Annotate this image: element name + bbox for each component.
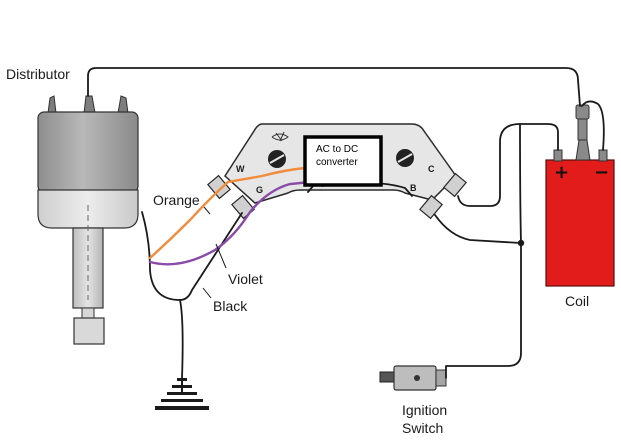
terminal-w-label: W [236, 164, 245, 174]
label-pointers [202, 206, 227, 299]
coil-label: Coil [565, 293, 590, 309]
black-wires [87, 67, 605, 379]
violet-wire [148, 180, 312, 266]
orange-wire [148, 166, 307, 260]
ignition-switch-label-line1: Ignition [402, 402, 448, 418]
coil-positive-sign: + [554, 162, 570, 183]
ground-symbol-icon [155, 378, 209, 410]
ac-dc-converter-box [303, 135, 383, 187]
black-wire-label: Black [213, 298, 248, 314]
terminal-b-label: B [410, 183, 417, 193]
ignition-switch [379, 365, 447, 391]
orange-wire-label: Orange [153, 192, 200, 208]
wire-junction-dot [517, 239, 525, 247]
terminal-c-label: C [428, 164, 435, 174]
violet-wire-label: Violet [228, 271, 263, 287]
screw-head-icon [396, 149, 414, 167]
distributor [37, 95, 139, 345]
distributor-label: Distributor [6, 66, 70, 82]
ignition-switch-label-line2: Switch [402, 420, 444, 436]
coil [545, 104, 615, 287]
coil-negative-sign: − [594, 162, 610, 183]
converter-label-line2: converter [316, 157, 358, 168]
converter-label-line1: AC to DC [316, 144, 359, 155]
terminal-g-label: G [256, 185, 264, 195]
screw-head-icon [268, 150, 286, 168]
